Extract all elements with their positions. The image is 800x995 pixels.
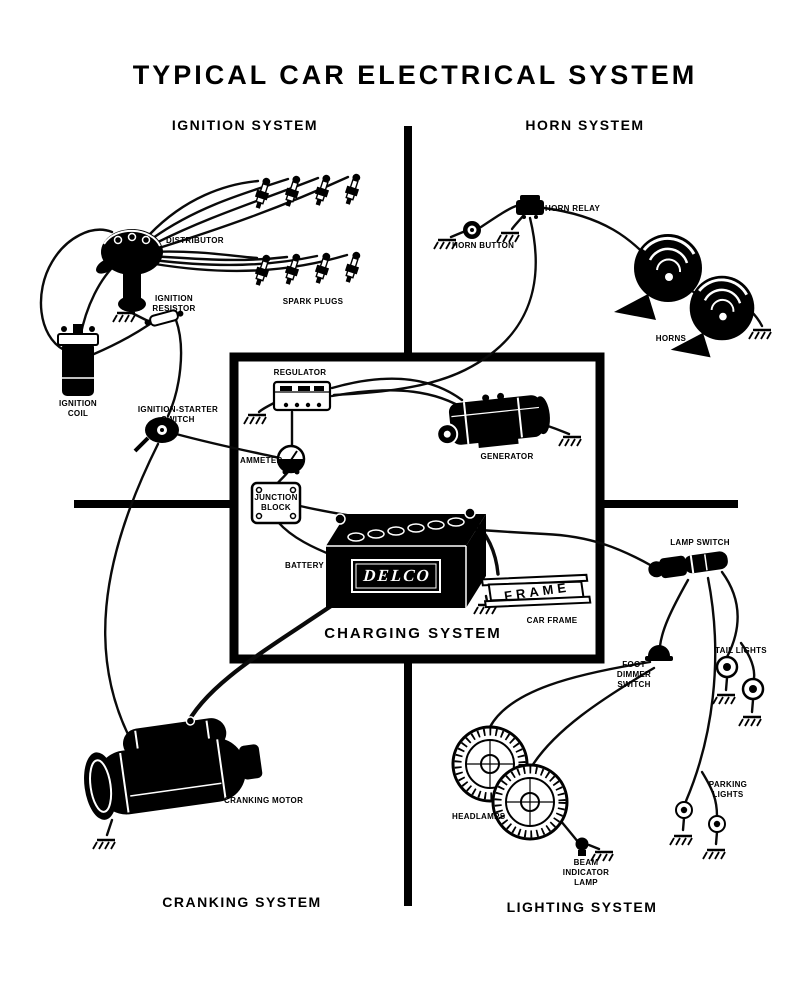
car-frame-drawing [480,573,592,609]
label-horn-relay: HORN RELAY [545,204,601,213]
label-cranking-motor: CRANKING MOTOR [224,796,304,805]
label-foot-dimmer-switch: FOOT DIMMER SWITCH [616,660,652,689]
label-ignition-starter-switch: IGNITION-STARTER SWITCH [137,405,219,424]
label-horns: HORNS [655,334,687,343]
label-ignition-coil: IGNITION COIL [59,399,97,418]
ground-symbol [242,413,268,426]
ignition-coil-drawing [57,324,99,396]
page-title: TYPICAL CAR ELECTRICAL SYSTEM [132,60,698,90]
ignition-starter-switch-drawing [133,417,179,453]
label-parking-lights: PARKING LIGHTS [708,780,748,799]
label-headlamps: HEADLAMPS [452,812,506,821]
section-heading-lighting: LIGHTING SYSTEM [506,899,658,915]
regulator-drawing [272,380,332,412]
horn-relay-drawing [516,195,544,219]
section-heading-charging: CHARGING SYSTEM [324,625,502,642]
label-ignition-resistor: IGNITION RESISTOR [152,294,196,313]
label-tail-lights: TAIL LIGHTS [715,646,767,655]
label-lamp-switch: LAMP SWITCH [670,538,730,547]
ground-symbol [701,848,727,861]
label-battery: BATTERY [285,561,324,570]
lamp-switch-drawing [648,551,728,579]
cranking-motor-drawing [84,716,263,820]
section-heading-horn: HORN SYSTEM [525,117,645,133]
tail-lights-drawing [715,655,765,701]
label-beam-indicator-lamp: BEAM INDICATOR LAMP [562,858,610,887]
ground-symbol [668,834,694,847]
label-generator: GENERATOR [480,452,534,461]
generator-drawing [436,392,550,448]
label-distributor: DISTRIBUTOR [166,236,224,245]
section-heading-ignition: IGNITION SYSTEM [171,117,319,133]
ground-symbol [711,693,737,706]
horn-button-drawing [463,221,481,239]
charging-system-box [229,352,605,664]
label-junction-block: JUNCTION BLOCK [254,493,298,512]
label-car-frame: CAR FRAME [526,616,578,625]
distributor-drawing [96,229,163,312]
label-horn-button: HORN BUTTON [452,241,515,250]
battery-drawing [326,507,486,608]
ground-symbol [557,435,583,448]
label-regulator: REGULATOR [273,368,327,377]
ground-symbol [111,311,137,324]
ammeter-drawing [276,444,306,475]
label-spark-plugs: SPARK PLUGS [282,297,344,306]
quadrant-dividers [74,126,738,906]
ground-symbol [737,715,763,728]
section-heading-cranking: CRANKING SYSTEM [162,894,322,910]
label-ammeter: AMMETER [240,456,283,465]
junction-block-drawing [250,481,302,525]
ground-symbol [747,328,773,341]
ground-symbol [91,838,117,851]
label-battery-brand: DELCO [362,566,432,585]
foot-dimmer-switch-drawing [645,645,673,661]
ignition-resistor-drawing [144,309,184,327]
beam-indicator-lamp-drawing [575,837,589,856]
